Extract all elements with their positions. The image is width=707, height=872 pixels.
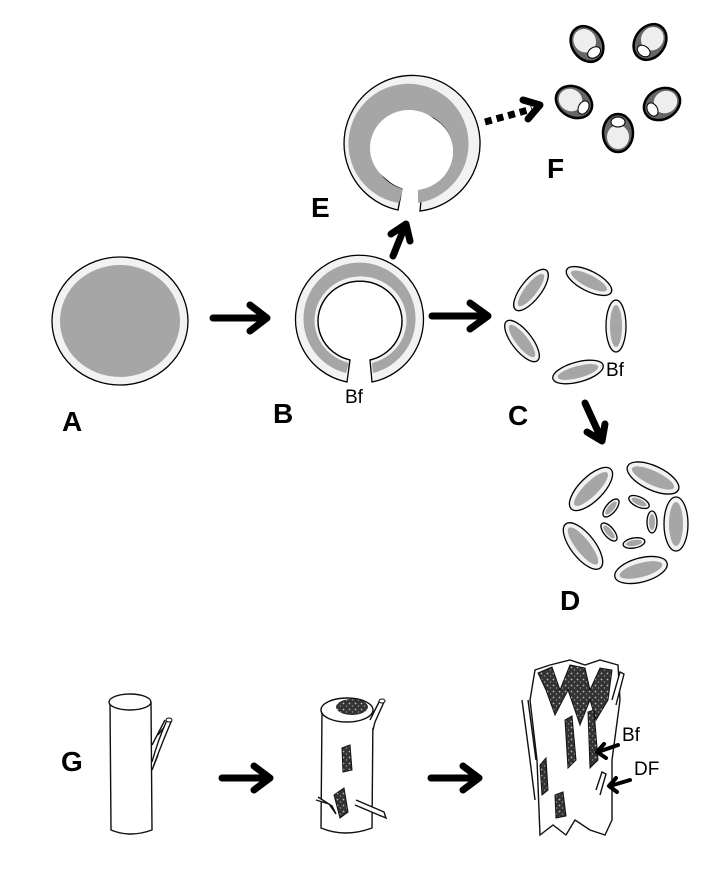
arrow-g-2: [427, 762, 483, 794]
arrow-b-c: [428, 299, 492, 333]
df-label-g: DF: [634, 759, 659, 780]
label-c: C: [508, 400, 528, 431]
arrow-b-e: [387, 220, 414, 260]
label-d: D: [560, 585, 580, 616]
fiber-split-b: [294, 254, 425, 383]
arrow-g-1: [218, 762, 274, 794]
label-g: G: [61, 746, 83, 777]
label-f: F: [547, 153, 564, 184]
fragments-f: [554, 22, 682, 154]
bf-pointer: [595, 742, 620, 760]
bf-label-g: Bf: [622, 725, 641, 746]
label-b: B: [273, 398, 293, 429]
df-pointer: [607, 776, 632, 794]
bf-label-b: Bf: [345, 387, 364, 408]
arrow-c-d: [581, 399, 609, 445]
dotted-arrow-e-f: [484, 96, 544, 126]
fibrils-d: [562, 461, 689, 585]
fibrils-c: [504, 265, 627, 385]
arrow-a-b: [209, 301, 271, 335]
bf-label-c: Bf: [606, 360, 625, 381]
label-a: A: [62, 406, 82, 437]
fiber-whole-a: [51, 256, 189, 386]
fiber-intact-cylinder: [108, 693, 173, 835]
fiber-split-e: [343, 74, 481, 212]
fiber-defibrillated-cylinder: [521, 659, 625, 837]
label-e: E: [311, 192, 330, 223]
fiber-splitting-cylinder: [315, 697, 388, 834]
